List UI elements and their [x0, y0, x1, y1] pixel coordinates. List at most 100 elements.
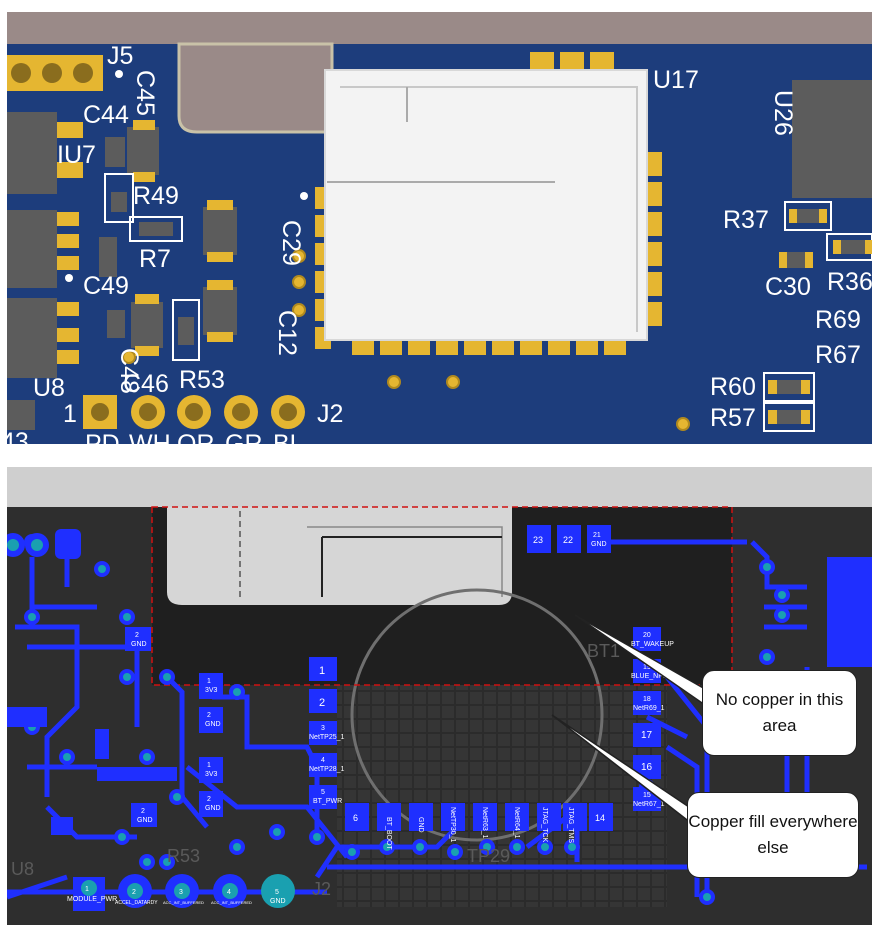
left-pad-6-net: GND: [137, 817, 153, 824]
left-pad-2-net: GND: [205, 721, 221, 728]
pin-15-num: 15: [643, 792, 651, 799]
vias: [7, 534, 795, 905]
label-u17: U17: [653, 66, 699, 94]
pin-5-net: BT_PWR: [313, 798, 342, 805]
pad-label-pd: PD: [85, 430, 120, 444]
conn-pad-4-net: ACC_INT_BUFFERED: [211, 900, 252, 905]
label-c12: C12: [273, 310, 301, 356]
j2-pads: [83, 395, 305, 429]
pin-6-num: 6: [353, 813, 358, 823]
silk-r53: R53: [167, 846, 200, 866]
left-pad-1-num: 1: [207, 678, 211, 685]
enclosure-cutout: [177, 42, 334, 134]
header-pads: [7, 529, 81, 559]
label-r53: R53: [179, 366, 225, 394]
label-r49: R49: [133, 182, 179, 210]
callout-copper-fill-text: Copper fill everywhere else: [688, 812, 858, 857]
right-components: [763, 201, 872, 432]
pin-7-label: BT_BOOT: [385, 817, 392, 850]
label-c44: C44: [83, 101, 129, 129]
pin-13-label: JTAG_TMS: [567, 807, 574, 843]
label-c30: C30: [765, 273, 811, 301]
u17-module-body: [324, 69, 648, 341]
silk-j2: J2: [312, 879, 331, 899]
connector-pads: 1 MODULE_PWR 2 ACCEL_DATARDY 3 ACC_INT_B…: [67, 874, 295, 911]
conn-pad-1-num: 1: [85, 886, 89, 893]
enclosure-edge: [7, 12, 872, 44]
label-r7: R7: [139, 245, 171, 273]
label-u26: U26: [769, 90, 797, 136]
label-c29: C29: [277, 220, 305, 266]
label-c48: C48: [115, 348, 143, 394]
pin-15-net: NetR67_1: [633, 801, 665, 808]
label-c45: C45: [131, 70, 159, 116]
pin-20-net: BT_WAKEUP: [631, 641, 674, 648]
conn-pad-1-net: MODULE_PWR: [67, 896, 117, 903]
label-j2: J2: [317, 400, 343, 428]
pin-11-label: NetR64_1: [513, 807, 520, 839]
left-pad-5-num: 2: [135, 632, 139, 639]
pin-21-net: GND: [591, 541, 607, 548]
label-c46: C46: [123, 370, 169, 398]
pin-5-num: 5: [321, 789, 325, 796]
left-pad-3-num: 1: [207, 762, 211, 769]
battery-outline: [350, 588, 604, 842]
pin-2-num: 2: [319, 697, 325, 709]
label-edge: 43: [7, 428, 29, 444]
silkscreen-text: J5 C45 C44 IU7 R49 R7 C29 C49 C12 C48 C4…: [7, 42, 872, 444]
u26-body: [792, 80, 872, 198]
silkscreen-faint: TP29 BT1 J2 U8 R53: [11, 641, 620, 899]
pin-18-net: NetR69_1: [633, 705, 665, 712]
pin-21-num: 21: [593, 532, 601, 539]
conn-pad-2-net: ACCEL_DATARDY: [115, 900, 158, 906]
module-pins: 1 2 3 NetTP25_1 4 NetTP28_1 5 BT_PWR 6 B…: [309, 525, 674, 850]
label-u7: IU7: [57, 141, 96, 169]
pin-10-label: NetR63_1: [481, 807, 488, 839]
pin-22-num: 22: [563, 535, 573, 545]
pad-label-or: OR: [177, 430, 215, 444]
pin-9-label: NetTP30_1: [449, 807, 456, 843]
left-pad-6-num: 2: [141, 808, 145, 815]
label-u8: U8: [33, 374, 65, 402]
pin-4-num: 4: [321, 757, 325, 764]
conn-pad-2-num: 2: [132, 889, 136, 896]
conn-pad-3-num: 3: [179, 889, 183, 896]
keepout-boundary: [151, 506, 733, 686]
pin-3-net: NetTP25_1: [309, 734, 345, 741]
pad-label-bl: BL: [273, 430, 304, 444]
left-pad-4-net: GND: [205, 805, 221, 812]
pin-14-num: 14: [595, 813, 605, 823]
pad-label-gr: GR: [225, 430, 263, 444]
copper-fill-grid: [337, 682, 667, 907]
silk-tp29: TP29: [467, 846, 510, 866]
label-r57: R57: [710, 404, 756, 432]
callout-no-copper: No copper in this area: [702, 670, 857, 756]
conn-pad-4-num: 4: [227, 889, 231, 896]
pin-18-num: 18: [643, 696, 651, 703]
pin-20-num: 20: [643, 632, 651, 639]
enclosure-outline: [7, 467, 872, 507]
pin-17-num: 17: [641, 730, 653, 741]
label-r36: R36: [827, 268, 872, 296]
enclosure-recess: [167, 507, 512, 605]
pin-23-num: 23: [533, 535, 543, 545]
j5-header: [7, 55, 103, 91]
pin-8-label: GND: [417, 817, 424, 833]
pad-label-wh: WH: [129, 430, 171, 444]
left-pad-3-net: 3V3: [205, 771, 218, 778]
pin-4-net: NetTP28_1: [309, 766, 345, 773]
callout-copper-fill: Copper fill everywhere else: [687, 792, 859, 878]
silk-bt1: BT1: [587, 641, 620, 661]
left-pad-4-num: 2: [207, 796, 211, 803]
vias: [122, 249, 690, 431]
label-c49: C49: [83, 272, 129, 300]
label-r69: R69: [815, 306, 861, 334]
label-r67: R67: [815, 341, 861, 369]
pin-16-num: 16: [641, 762, 653, 773]
pcb-3d-view: J5 C45 C44 IU7 R49 R7 C29 C49 C12 C48 C4…: [7, 12, 872, 444]
left-components: [7, 112, 237, 430]
silk-u8: U8: [11, 859, 34, 879]
left-pad-1-net: 3V3: [205, 687, 218, 694]
pin-3-num: 3: [321, 725, 325, 732]
u26-pad-fill: [827, 557, 872, 667]
